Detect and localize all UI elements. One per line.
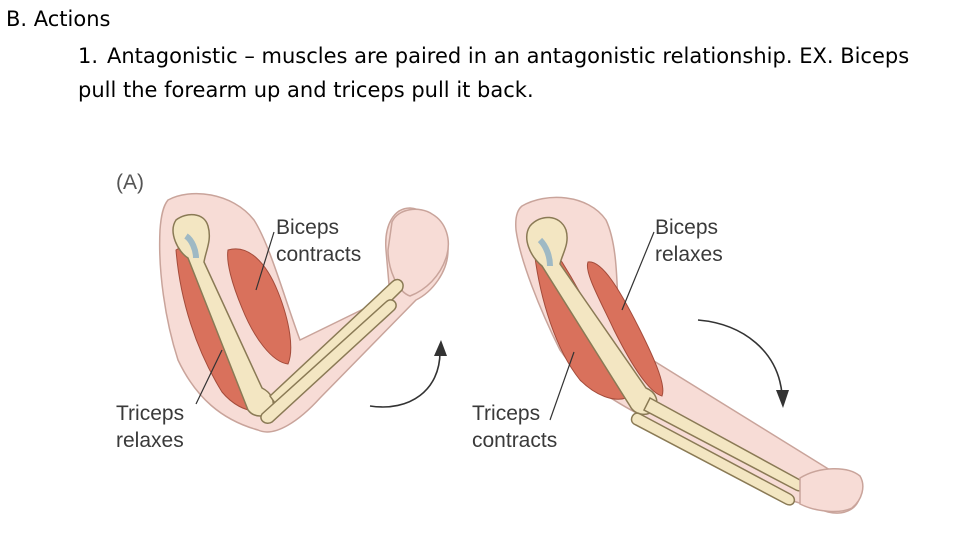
right-triceps-label-line2: contracts [472, 429, 557, 452]
left-triceps-leader [195, 349, 223, 405]
right-biceps-label-line1: Biceps [655, 216, 718, 239]
panel-label: (A) [116, 171, 144, 194]
right-triceps-label-line1: Triceps [472, 402, 540, 425]
left-biceps-label-line2: contracts [276, 243, 361, 266]
left-biceps-leader [255, 231, 275, 291]
left-triceps-label-line1: Triceps [116, 402, 184, 425]
right-humerus-bone [526, 216, 658, 416]
bullet-number: 1. [78, 44, 99, 68]
left-arm-illustration: Biceps contracts Triceps relaxes [116, 192, 450, 452]
left-flex-arrow [369, 351, 441, 408]
right-triceps-leader [549, 351, 575, 421]
left-tendon [184, 233, 199, 259]
right-biceps-label-line2: relaxes [655, 243, 723, 266]
left-triceps-label-line2: relaxes [116, 429, 184, 452]
right-biceps-leader [621, 231, 655, 311]
right-hand [799, 468, 864, 513]
bullet-point: 1.Antagonistic – muscles are paired in a… [78, 39, 938, 107]
right-extend-arrow [697, 319, 783, 395]
right-arm-illustration: Biceps relaxes Triceps contracts [472, 196, 864, 514]
right-biceps-muscle [586, 261, 664, 397]
right-ulna-bone [630, 412, 796, 506]
right-tendon [537, 237, 553, 267]
left-ulna-bone [260, 299, 397, 425]
left-biceps-muscle [227, 248, 292, 365]
right-arrow-head [776, 390, 789, 408]
bullet-text: Antagonistic – muscles are paired in an … [78, 44, 910, 102]
slide-heading: B. Actions [6, 7, 111, 31]
left-biceps-label-line1: Biceps [276, 216, 339, 239]
left-arrow-head [434, 340, 447, 356]
